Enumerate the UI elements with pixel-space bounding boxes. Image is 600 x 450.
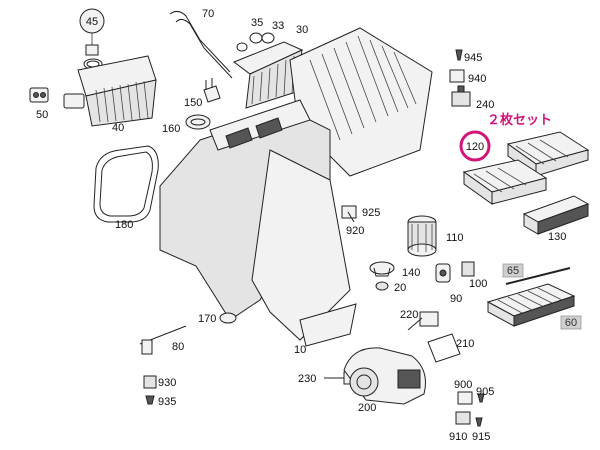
part-110-group: 110 [407, 215, 464, 257]
label-35: 35 [251, 17, 263, 29]
part-130-filter-frame: 130 [522, 195, 590, 243]
label-65: 65 [507, 265, 519, 277]
two-piece-set-callout: ２枚セット [487, 112, 552, 127]
part-35-33-group: 35 33 [236, 17, 284, 52]
part-80-group: 80 [139, 325, 187, 355]
label-900: 900 [454, 379, 472, 391]
part-60-filter: 60 [486, 283, 582, 330]
label-20: 20 [394, 282, 406, 294]
label-140: 140 [402, 267, 420, 279]
part-45-group: 45 [79, 8, 105, 70]
label-70: 70 [202, 8, 214, 20]
label-50: 50 [36, 109, 48, 121]
part-935-group: 935 [145, 395, 176, 408]
label-110: 110 [446, 232, 464, 244]
label-170: 170 [198, 313, 216, 325]
label-90: 90 [450, 293, 462, 305]
part-50-group: 50 [29, 87, 49, 121]
label-945: 945 [464, 52, 482, 64]
label-910: 910 [449, 431, 467, 443]
part-140-group: 140 [369, 261, 420, 279]
part-180-gasket: 180 [93, 145, 159, 231]
part-10-hvac-housing: 10 [159, 27, 433, 356]
part-45-clip [85, 44, 99, 56]
part-150-group: 150 [184, 78, 221, 109]
label-925: 925 [362, 207, 380, 219]
part-230-group: 230 [298, 371, 353, 385]
label-935: 935 [158, 396, 176, 408]
evaporator-pipe-fitting [63, 93, 85, 109]
label-210: 210 [456, 338, 474, 350]
label-10: 10 [294, 344, 306, 356]
part-65-strip: 65 [502, 263, 571, 285]
evaporator-body [85, 79, 157, 127]
label-920: 920 [346, 225, 364, 237]
part-120-cabin-filters [462, 131, 590, 205]
label-40: 40 [112, 122, 124, 134]
part-210-gasket: 210 [427, 333, 474, 363]
label-940: 940 [468, 73, 486, 85]
part-120-highlight: 120 [459, 130, 491, 162]
label-33: 33 [272, 20, 284, 32]
label-120: 120 [466, 141, 484, 153]
housing-lower [251, 149, 351, 341]
part-945-940-240-group: 945 940 240 [449, 49, 494, 111]
part-120-circle [459, 130, 491, 162]
label-200: 200 [358, 402, 376, 414]
label-160: 160 [162, 123, 180, 135]
label-930: 930 [158, 377, 176, 389]
part-70-heater-pipes: 70 [169, 8, 233, 79]
label-60: 60 [565, 317, 577, 329]
label-240: 240 [476, 99, 494, 111]
label-30: 30 [296, 24, 308, 36]
label-100: 100 [469, 278, 487, 290]
part-20-group: 20 [375, 281, 406, 294]
part-910-915-group: 910 915 [449, 411, 490, 443]
label-150: 150 [184, 97, 202, 109]
label-220: 220 [400, 309, 418, 321]
label-45: 45 [86, 16, 98, 28]
label-130: 130 [548, 231, 566, 243]
part-920-925-group: 925 920 [341, 205, 380, 237]
part-200-blower-motor: 200 [343, 347, 426, 414]
part-930-group: 930 [143, 375, 176, 389]
label-915: 915 [472, 431, 490, 443]
label-230: 230 [298, 373, 316, 385]
label-80: 80 [172, 341, 184, 353]
part-160-group: 160 [162, 114, 211, 135]
part-900-905-group: 900 905 [454, 379, 494, 405]
part-90-100-group: 90 100 [435, 261, 487, 305]
part-220-group: 220 [400, 309, 439, 331]
label-180: 180 [115, 219, 133, 231]
label-905: 905 [476, 386, 494, 398]
part-40-evaporator: 40 [63, 55, 157, 134]
part-170-group: 170 [198, 312, 237, 325]
